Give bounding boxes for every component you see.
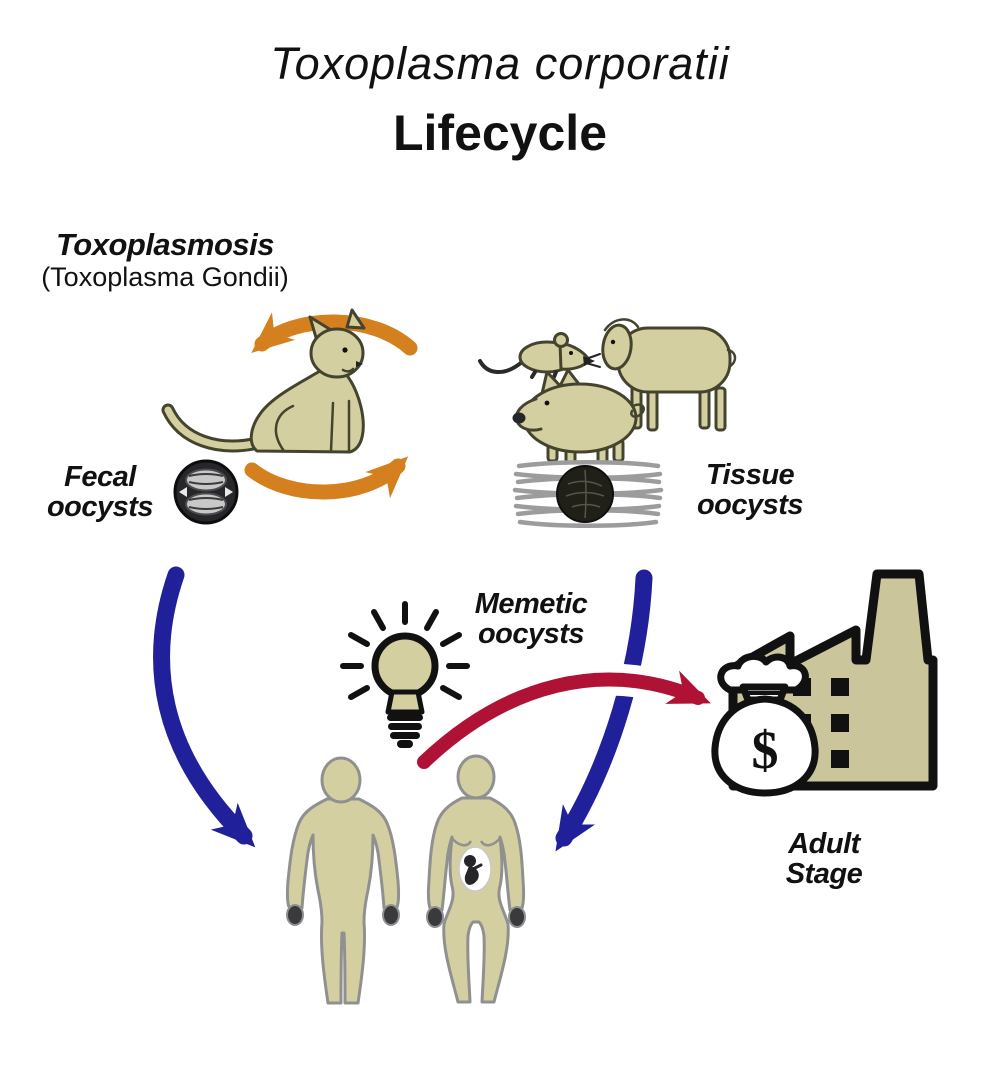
title-heading: Lifecycle (392, 105, 607, 161)
tissue-cyst-icon (512, 460, 664, 528)
disease-latin-label: (Toxoplasma Gondii) (41, 262, 289, 292)
human-female-pregnant-icon (426, 754, 526, 1004)
money-bag-icon: $ (711, 652, 819, 797)
adult-stage-label: Adult Stage (785, 828, 863, 891)
arrow-orange-bottom (244, 456, 409, 500)
sheep-icon (601, 318, 737, 432)
human-male-icon (285, 756, 401, 1005)
title-species: Toxoplasma corporatii (270, 38, 730, 89)
pig-icon (512, 368, 645, 465)
disease-name-label: Toxoplasmosis (55, 227, 275, 262)
dollar-sign: $ (752, 720, 779, 780)
tissue-oocysts-label: Tissue oocysts (696, 459, 804, 522)
fecal-oocysts-label: Fecal oocysts (46, 461, 154, 524)
memetic-oocysts-label: Memetic oocysts (474, 588, 588, 651)
lightbulb-icon (340, 601, 470, 748)
arrow-red-memetic (408, 663, 714, 778)
arrow-orange-top (251, 312, 418, 356)
fecal-oocyst-icon (173, 459, 239, 525)
arrow-blue-left (153, 566, 256, 848)
arrow-blue-right (555, 569, 653, 852)
cat-icon (161, 308, 366, 454)
mouse-icon (478, 332, 601, 379)
